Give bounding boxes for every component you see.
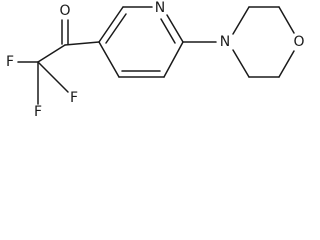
morph-bond-n-c-top bbox=[232, 6, 250, 35]
bond-co-ring bbox=[64, 41, 100, 46]
atom-label-morpholine-oxygen: O bbox=[293, 34, 304, 50]
bond-co-cf3 bbox=[37, 44, 66, 63]
morph-bond-o-bottom bbox=[278, 50, 295, 78]
atom-label-pyridine-nitrogen: N bbox=[155, 0, 165, 16]
atom-label-fluorine-3: F bbox=[70, 90, 78, 106]
morph-bond-top-o bbox=[278, 6, 295, 34]
ring-bond-n1-c6-double bbox=[160, 18, 176, 44]
morph-bond-c-bottom-n bbox=[232, 49, 250, 78]
ring-bond-c6-c5 bbox=[163, 41, 184, 78]
ring-bond-c4-c3 bbox=[98, 41, 120, 78]
atom-label-fluorine-2: F bbox=[34, 104, 42, 120]
bond-c-f3 bbox=[37, 61, 69, 93]
ring-bond-n1-c6 bbox=[166, 14, 184, 43]
ring-bond-c3-c2 bbox=[98, 6, 124, 43]
atom-label-morpholine-nitrogen: N bbox=[220, 34, 230, 50]
atom-label-fluorine-1: F bbox=[6, 54, 14, 70]
atom-label-carbonyl-oxygen: O bbox=[59, 3, 70, 19]
chemical-structure: O F F F N N O bbox=[6, 0, 305, 120]
ring-bond-c2-c2-double bbox=[105, 13, 127, 44]
